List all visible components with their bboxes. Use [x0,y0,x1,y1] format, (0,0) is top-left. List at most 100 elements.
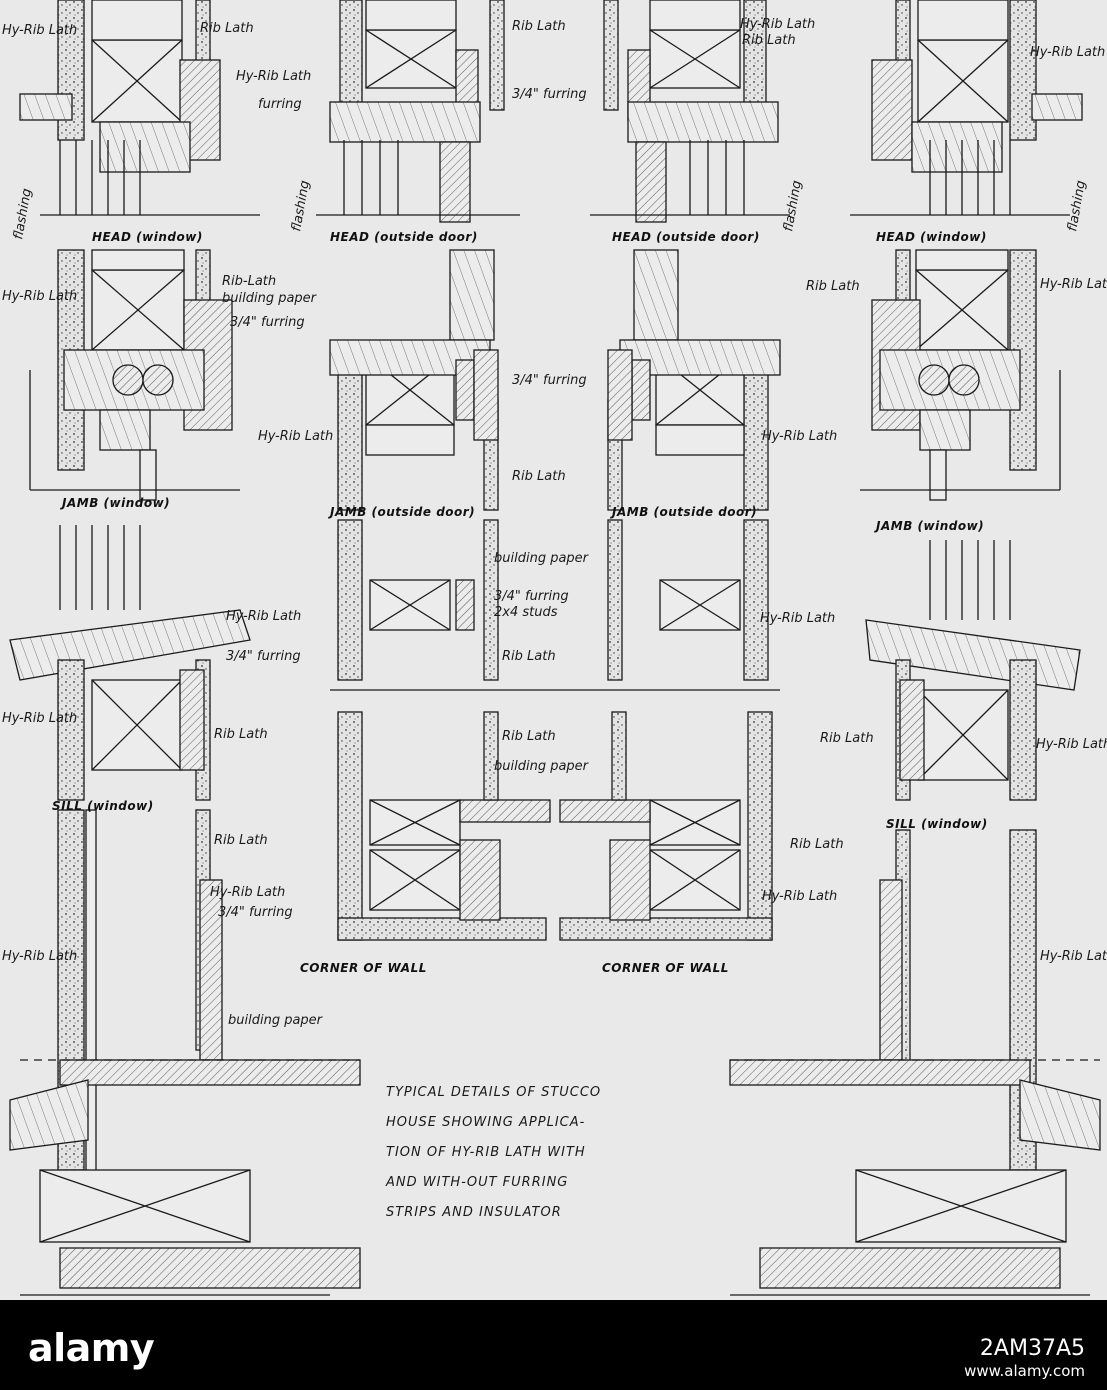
title-corner-right: CORNER OF WALL [602,961,729,975]
insulator-circle [112,364,144,396]
furring-strip [455,359,475,421]
corner-post [609,839,651,921]
label-hyrib-sill-right: Hy-Rib Lath [1036,737,1107,752]
stucco-wall [489,0,505,111]
label-furring-jamb-left: 3/4" furring [230,315,305,330]
label-rib-wall: Rib Lath [502,649,556,664]
label-hyrib-jamb-right: Hy-Rib Lath [1040,277,1107,292]
title-jamb-window-right: JAMB (window) [874,519,984,533]
sash-stop [99,409,151,451]
watermark-bar [0,1300,1107,1390]
insulator-circle [142,364,174,396]
stud-cross [915,269,1009,351]
label-rib-corner: Rib Lath [502,729,556,744]
label-furring-head-left: furring [258,97,302,112]
stucco-wall [1009,659,1037,801]
stucco-wall [607,519,623,681]
site-url: www.alamy.com [964,1362,1085,1380]
label-rib-sill-right: Rib Lath [820,731,874,746]
label-hyrib-lower-left-2: Hy-Rib Lath [2,949,77,964]
stucco-wall [337,519,363,681]
architectural-drawing: Hy-Rib Lath Rib Lath Hy-Rib Lath furring… [2,0,1107,1296]
stud-cross [917,39,1009,123]
label-rib-lower-right: Rib Lath [790,837,844,852]
furring-strip [631,359,651,421]
label-rib-head-door-left: Rib Lath [512,19,566,34]
label-rib-lower-left: Rib Lath [214,833,268,848]
base-trim [1019,1079,1101,1151]
title-jamb-door-left: JAMB (outside door) [328,505,475,519]
label-hyrib-lower-left: Hy-Rib Lath [210,885,285,900]
title-sill-window-right: SILL (window) [886,817,988,831]
door-leaf [449,249,495,341]
label-furring-sill-left: 3/4" furring [226,649,301,664]
stud-cross [659,579,741,631]
label-furring-wall: 3/4" furring [494,589,569,604]
label-rib-jamb-door: Rib Lath [512,469,566,484]
stud-cross [649,29,741,89]
caption-line-4: AND WITH-OUT FURRING [385,1175,568,1190]
label-hyrib-corner-right: Hy-Rib Lath [762,889,837,904]
sill-plate [59,1247,361,1289]
label-hyrib-head-right: Hy-Rib Lath [740,17,815,32]
head-jamb [911,121,1003,173]
label-rib-head-right: Rib Lath [742,33,796,48]
stud-cross [91,39,183,123]
label-hyrib-jamb-left: Hy-Rib Lath [2,289,77,304]
caption-line-2: HOUSE SHOWING APPLICA- [386,1115,585,1130]
door-leaf [633,249,679,341]
frame [91,249,185,271]
stud-cross [365,29,457,89]
stucco-wall [57,659,85,801]
label-flashing-2: flashing [289,179,313,232]
stud-cross [917,689,1009,781]
caption-line-1: TYPICAL DETAILS OF STUCCO [386,1085,601,1100]
label-hyrib-wall-right: Hy-Rib Lath [760,611,835,626]
label-paper-lower-left: building paper [228,1013,324,1028]
label-hyrib-jamb-door-right: Hy-Rib Lath [762,429,837,444]
frame [917,0,1009,41]
furring-strip [455,579,475,631]
stud-cross [369,579,451,631]
stucco-wall [337,369,363,511]
caption-line-3: TION OF HY-RIB LATH WITH [386,1145,586,1160]
label-flashing-1: flashing [11,187,35,240]
door-head-trim [329,101,481,143]
stud-cross [369,799,461,846]
window-sill [9,609,251,681]
title-jamb-window-left: JAMB (window) [60,496,170,510]
label-hyrib-jamb-door-left: Hy-Rib Lath [258,429,333,444]
label-hyrib-head-right-2: Hy-Rib Lath [1030,45,1105,60]
image-id: 2AM37A5 [979,1336,1085,1361]
label-hyrib-sill-left-2: Hy-Rib Lath [2,711,77,726]
stucco-wall [743,519,769,681]
title-sill-window-left: SILL (window) [52,799,154,813]
label-rib-head-left: Rib Lath [200,21,254,36]
label-flashing-3: flashing [781,179,805,232]
frame [649,0,741,31]
stud-cross [91,269,185,351]
furring-strip [879,879,903,1061]
label-rib-sill-left: Rib Lath [214,727,268,742]
stud-cross [39,1169,251,1243]
stucco-wall [483,519,499,681]
furring-strip [179,669,205,771]
drip-cap [19,93,73,121]
label-rib-jamb-right: Rib Lath [806,279,860,294]
corner-trim [559,799,651,823]
stud-cross [369,849,461,911]
title-head-door-left: HEAD (outside door) [330,230,478,244]
corner-trim [459,799,551,823]
label-hyrib-head-left-2: Hy-Rib Lath [236,69,311,84]
label-hyrib-head-left: Hy-Rib Lath [2,23,77,38]
drawing-sheet: Hy-Rib Lath Rib Lath Hy-Rib Lath furring… [0,0,1107,1300]
title-head-window-right: HEAD (window) [876,230,987,244]
label-paper-wall: building paper [494,551,590,566]
label-furring-lower-left: 3/4" furring [218,905,293,920]
corner-post [459,839,501,921]
stucco-wall [337,917,547,941]
label-furring-head-door: 3/4" furring [512,87,587,102]
title-head-door-right: HEAD (outside door) [612,230,760,244]
title-corner-left: CORNER OF WALL [300,961,427,975]
insulator-circle [918,364,950,396]
